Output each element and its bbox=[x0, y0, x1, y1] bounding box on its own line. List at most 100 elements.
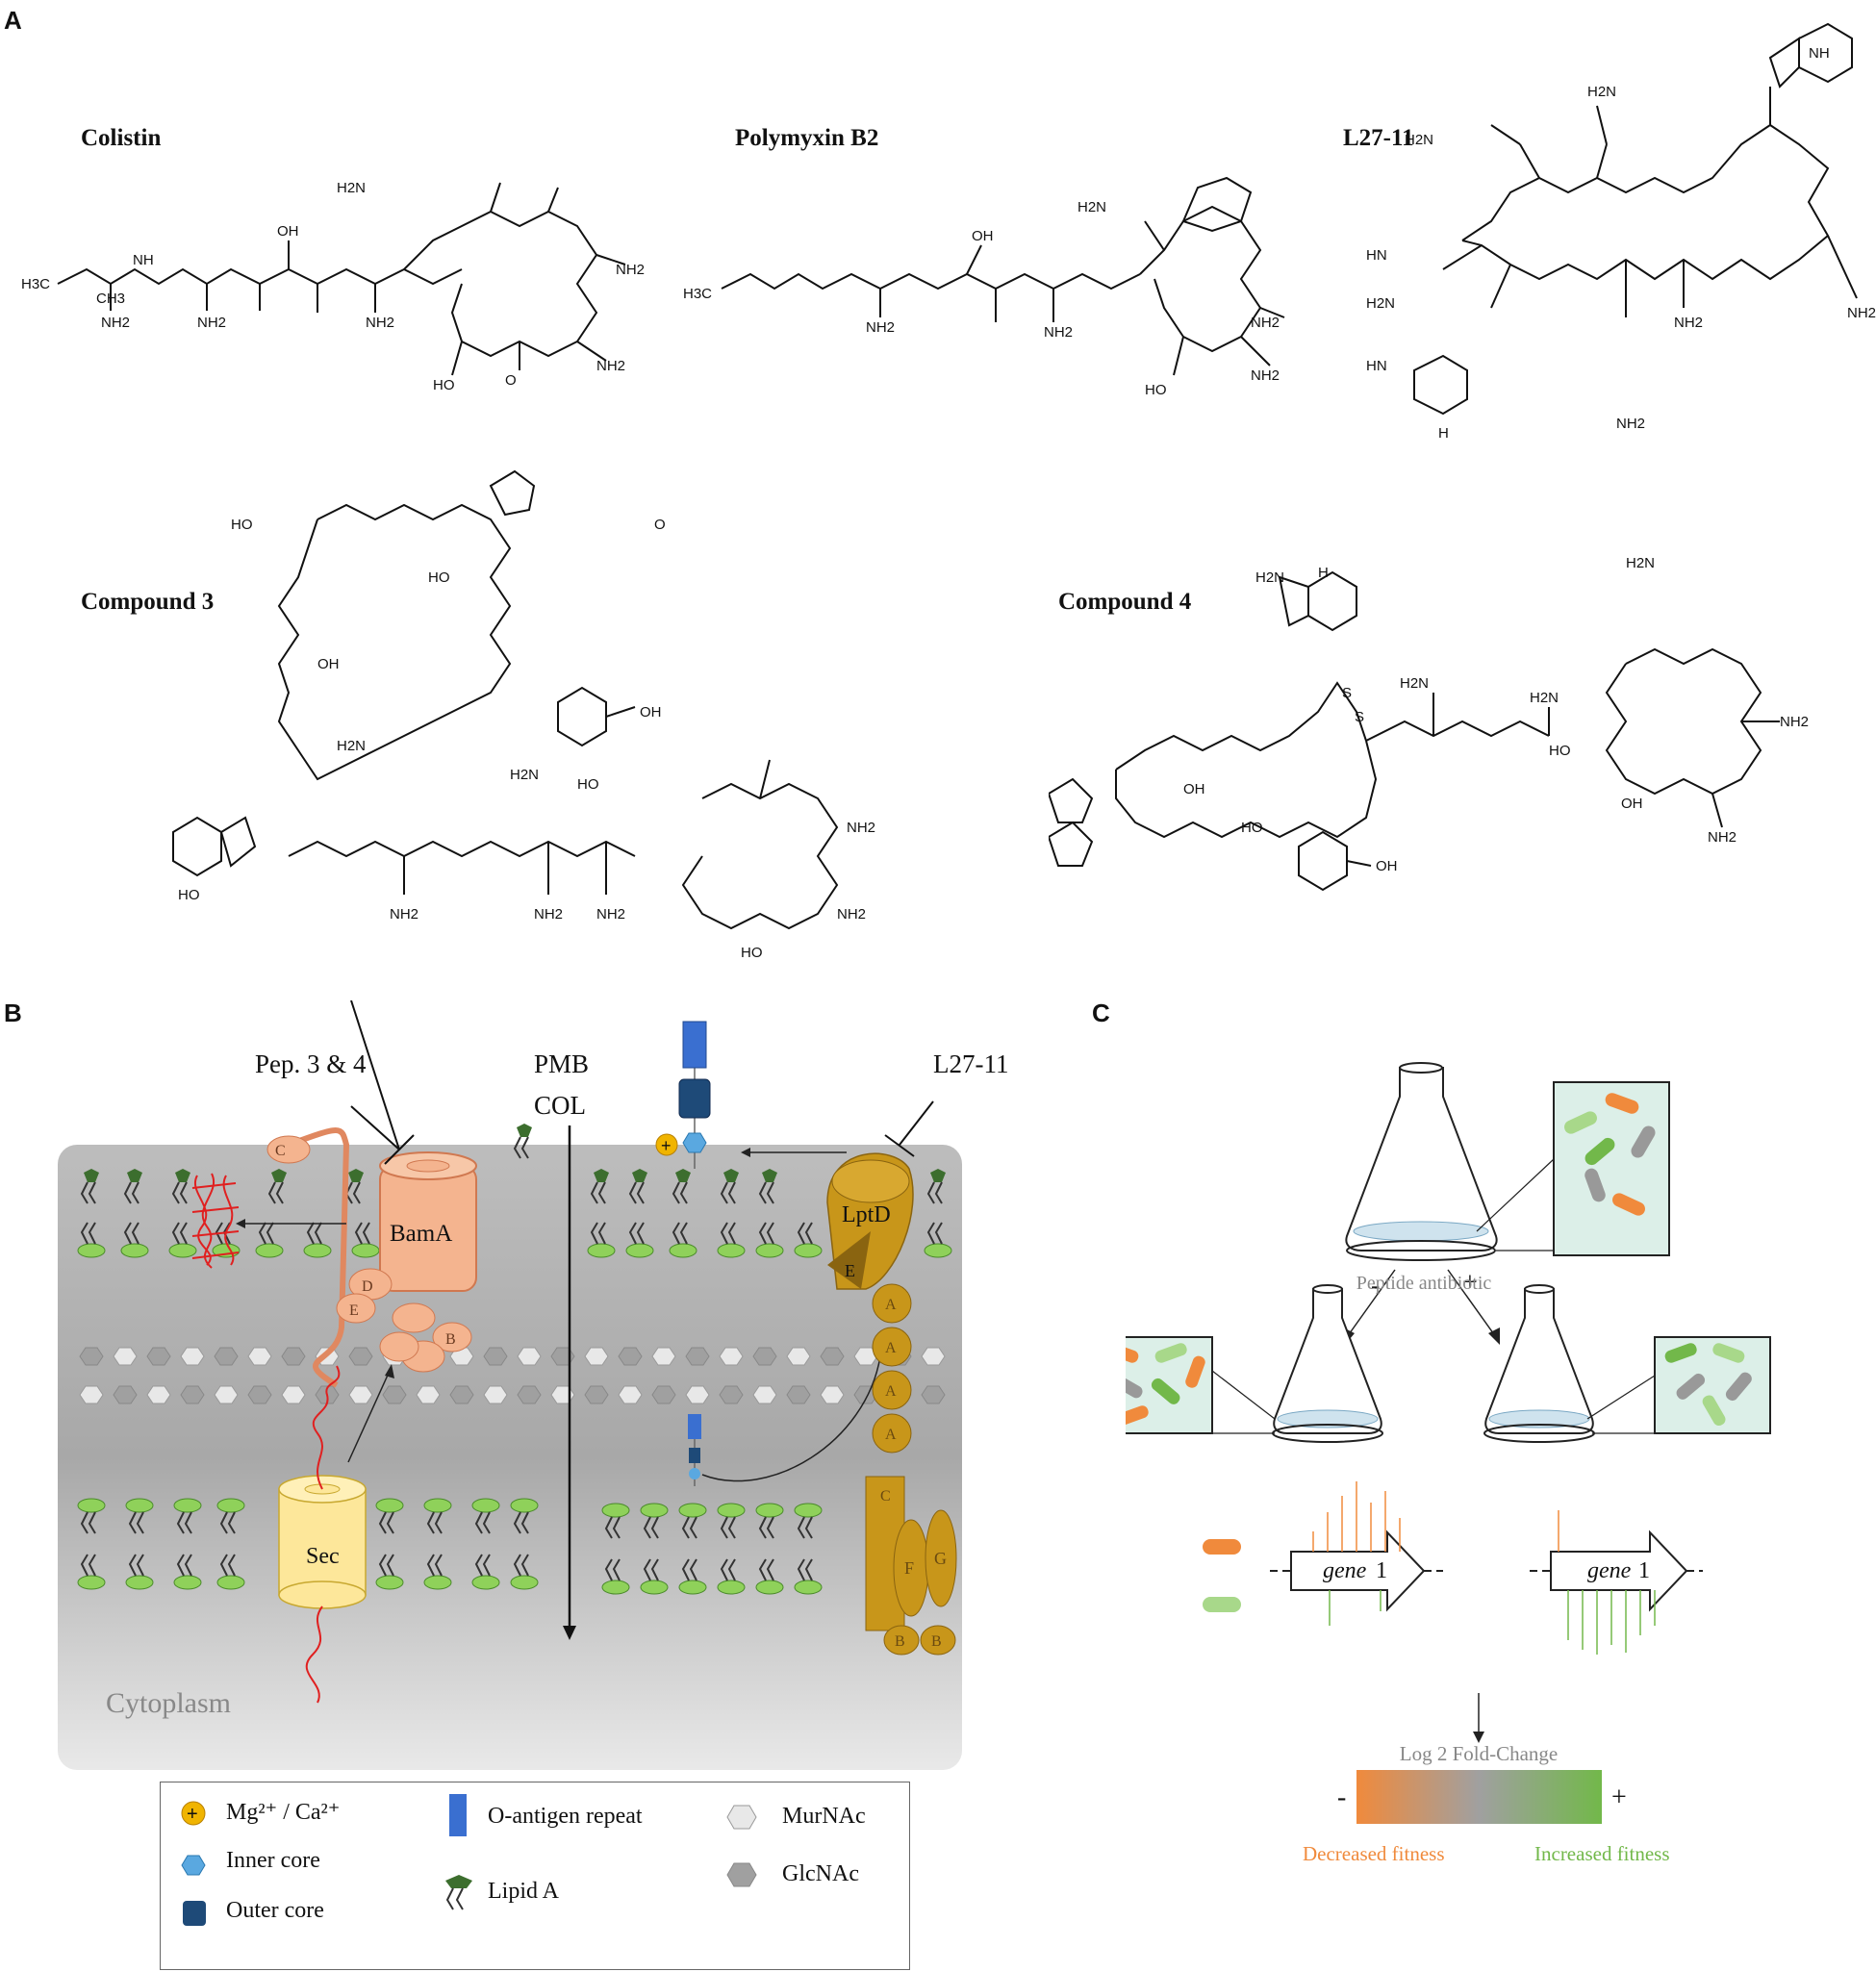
flask-treated bbox=[1483, 1284, 1595, 1443]
lpt-subunit-a: A bbox=[885, 1340, 897, 1356]
pep-inhibition-line bbox=[350, 1105, 400, 1150]
legend-outer-core: Outer core bbox=[226, 1898, 324, 1923]
outer-core-legend-icon bbox=[183, 1901, 206, 1926]
scale-minus: - bbox=[1337, 1782, 1346, 1812]
atom-nh2: NH2 bbox=[1780, 714, 1809, 730]
colistin-structure: H3C CH3 NH NH2 NH2 OH NH2 H2N NH2 NH2 HO… bbox=[21, 180, 645, 393]
atom-h: H bbox=[1438, 425, 1449, 442]
atom-nh2: NH2 bbox=[596, 906, 625, 923]
gene-diagram-treated bbox=[1530, 1510, 1703, 1655]
atom-nh2: NH2 bbox=[1251, 315, 1280, 331]
legend-murnac: MurNAc bbox=[782, 1804, 866, 1829]
membrane-diagram: C D E B BamA Sec Pep. 3 & 4 PMB COL + bbox=[58, 1000, 1008, 1770]
lps-molecule: + bbox=[655, 1021, 711, 1169]
tn-seq-workflow: - + Peptide antibiotic bbox=[1126, 1062, 1771, 1824]
o-antigen-legend-icon bbox=[449, 1794, 467, 1836]
lpt-complex bbox=[826, 1152, 957, 1656]
atom-ho: HO bbox=[1241, 820, 1263, 836]
lpt-subunit-b: B bbox=[931, 1633, 942, 1650]
mg-legend-icon bbox=[181, 1801, 206, 1826]
lpt-subunit-e: E bbox=[845, 1261, 855, 1280]
atom-oh: OH bbox=[972, 228, 994, 244]
panel-label-a: A bbox=[4, 6, 22, 35]
l27-inhibition-bar bbox=[884, 1134, 915, 1157]
culture-inset-treated bbox=[1654, 1336, 1771, 1434]
atom-nh2: NH2 bbox=[1044, 324, 1073, 341]
atom-nh2: NH2 bbox=[1616, 416, 1645, 432]
atom-oh: OH bbox=[277, 223, 299, 240]
bama-complex bbox=[266, 1127, 477, 1388]
atom-nh2: NH2 bbox=[1251, 367, 1280, 384]
murnac-legend-icon bbox=[726, 1805, 757, 1830]
l27-11-label: L27-11 bbox=[933, 1049, 1008, 1078]
glcnac-legend-icon bbox=[726, 1862, 757, 1887]
atom-h: H bbox=[1318, 565, 1329, 581]
atom-nh2: NH2 bbox=[866, 319, 895, 336]
atom-nh: NH bbox=[133, 252, 154, 268]
lps-inner bbox=[688, 1414, 701, 1486]
atom-oh: OH bbox=[1376, 858, 1398, 874]
bam-subunit-c: C bbox=[275, 1143, 286, 1159]
lpt-subunit-f: F bbox=[904, 1558, 914, 1578]
atom-h2n: H2N bbox=[1400, 675, 1429, 692]
condition-plus: + bbox=[1462, 1268, 1478, 1298]
atom-h2n: H2N bbox=[1366, 295, 1395, 312]
zoom-line bbox=[1211, 1370, 1276, 1420]
atom-hn: HN bbox=[1366, 247, 1387, 264]
compound-label-l27-11: L27-11 bbox=[1343, 125, 1414, 151]
legend-glcnac: GlcNAc bbox=[782, 1861, 859, 1886]
polymyxin-b2-structure: H3C NH2 OH NH2 H2N NH2 NH2 HO bbox=[683, 176, 1285, 398]
arrow-plus-head bbox=[1488, 1327, 1500, 1345]
bam-subunit-b: B bbox=[445, 1331, 456, 1348]
compound-label-compound-4: Compound 4 bbox=[1058, 589, 1192, 615]
gene-num-left: 1 bbox=[1376, 1558, 1387, 1583]
atom-oh: OH bbox=[640, 704, 662, 721]
bam-insertion-arrowhead bbox=[236, 1219, 245, 1228]
atom-nh2: NH2 bbox=[390, 906, 418, 923]
atom-nh: NH bbox=[1809, 45, 1830, 62]
legend-o-antigen: O-antigen repeat bbox=[488, 1804, 643, 1829]
atom-s: S bbox=[1355, 709, 1364, 725]
l27-11-structure: NH H2N H2N HN H2N HN NH2 NH2 NH2 H bbox=[1366, 22, 1876, 442]
l27-inhibition-line bbox=[899, 1100, 934, 1146]
atom-ho: HO bbox=[433, 377, 455, 393]
atom-h2n: H2N bbox=[1626, 555, 1655, 571]
pep-inhibition-bar bbox=[384, 1134, 415, 1165]
lpt-subunit-a: A bbox=[885, 1383, 897, 1400]
bam-subunit-d: D bbox=[362, 1278, 373, 1295]
bacteria-decreased-icon bbox=[1203, 1539, 1241, 1555]
inner-core-legend-icon bbox=[181, 1855, 206, 1876]
plus-icon: + bbox=[187, 1804, 198, 1825]
culture-inset-untreated bbox=[1126, 1336, 1213, 1434]
atom-o: O bbox=[654, 517, 666, 533]
lpt-transport-path bbox=[701, 1355, 881, 1482]
atom-ho: HO bbox=[428, 569, 450, 586]
legend-icons-middle bbox=[445, 1794, 472, 1910]
result-arrowhead bbox=[1473, 1732, 1484, 1743]
atom-nh2: NH2 bbox=[1847, 305, 1876, 321]
sec-translocon bbox=[278, 1475, 367, 1609]
flask-untreated bbox=[1272, 1284, 1383, 1443]
atom-hn: HN bbox=[1366, 358, 1387, 374]
atom-h3c: H3C bbox=[683, 286, 712, 302]
atom-nh2: NH2 bbox=[837, 906, 866, 923]
increased-fitness-label: Increased fitness bbox=[1534, 1842, 1670, 1865]
atom-h2n: H2N bbox=[1530, 690, 1559, 706]
atom-h3c: H3C bbox=[21, 276, 50, 292]
atom-ho: HO bbox=[231, 517, 253, 533]
misfolded-omp bbox=[191, 1173, 240, 1269]
bam-subunit-e: E bbox=[349, 1302, 359, 1319]
bama-label: BamA bbox=[390, 1221, 452, 1247]
compound-3-structure: HO O HO OH OH H2N HO NH2 NH2 NH2 H2N HO … bbox=[172, 469, 875, 961]
gene-diagram-untreated bbox=[1270, 1481, 1443, 1626]
lpt-delivery-arrowhead bbox=[741, 1148, 750, 1157]
nascent-peptide bbox=[312, 1365, 341, 1490]
compound-label-colistin: Colistin bbox=[81, 125, 162, 151]
decreased-fitness-label: Decreased fitness bbox=[1303, 1842, 1445, 1865]
atom-h2n: H2N bbox=[510, 767, 539, 783]
lipid-a-legend-icon bbox=[445, 1875, 472, 1910]
lpt-subunit-b: B bbox=[895, 1633, 905, 1650]
scale-title: Log 2 Fold-Change bbox=[1400, 1742, 1558, 1765]
culture-inset-initial bbox=[1553, 1081, 1670, 1256]
pep34-label: Pep. 3 & 4 bbox=[255, 1049, 367, 1078]
